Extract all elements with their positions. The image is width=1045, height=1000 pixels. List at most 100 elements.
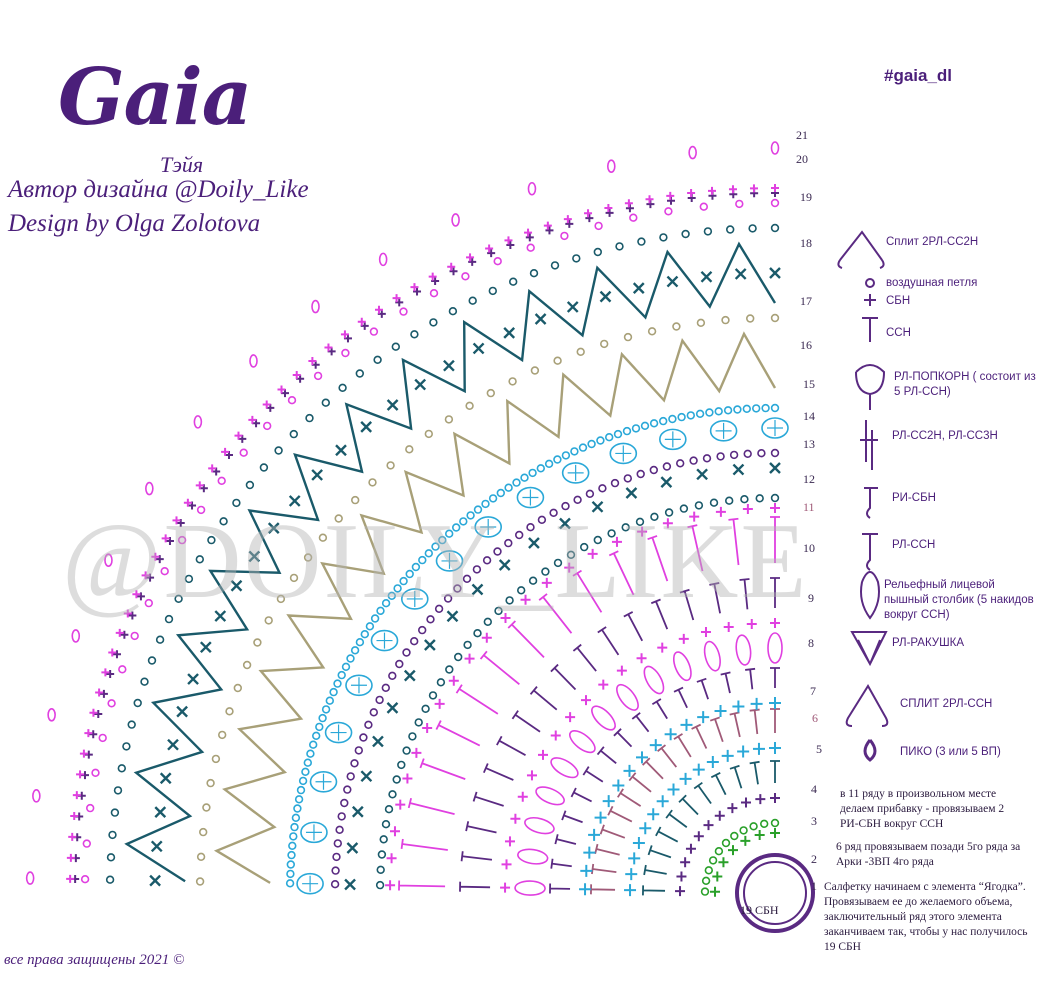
chain-stitch xyxy=(375,880,385,890)
chain-stitch xyxy=(340,798,349,808)
chain-stitch xyxy=(370,614,380,623)
puff-mark xyxy=(550,757,579,779)
chain-stitch xyxy=(286,860,295,869)
double-crochet-mark xyxy=(628,772,652,793)
row-number: 10 xyxy=(803,541,815,555)
chain-stitch xyxy=(751,404,761,413)
single-crochet-mark xyxy=(208,464,217,473)
popcorn-mark xyxy=(324,721,353,744)
chain-stitch xyxy=(587,439,596,449)
single-crochet-mark xyxy=(357,317,366,326)
chain-stitch xyxy=(428,691,438,700)
single-crochet-mark xyxy=(434,698,445,709)
row-number: 21 xyxy=(796,128,808,142)
chain-stitch xyxy=(528,468,537,478)
chain-stitch xyxy=(379,835,388,844)
x-stitch-mark xyxy=(559,517,571,530)
dc-icon xyxy=(862,317,878,342)
chain-stitch xyxy=(770,403,780,413)
chain-stitch xyxy=(291,813,301,822)
single-crochet-mark xyxy=(723,621,734,632)
popcorn-icon xyxy=(855,364,886,410)
legend-label: РЛ-ПОПКОРН ( состоит из 5 РЛ-ССН) xyxy=(894,371,1036,398)
single-crochet-mark xyxy=(718,857,729,868)
single-crochet-mark xyxy=(708,186,717,195)
chain-stitch xyxy=(695,409,705,418)
single-crochet-mark xyxy=(746,619,757,630)
single-crochet-mark xyxy=(112,650,121,659)
double-crochet-mark xyxy=(507,620,545,658)
chain-stitch xyxy=(351,495,360,505)
chain-stitch xyxy=(607,529,616,538)
chain-stitch xyxy=(610,478,620,488)
single-crochet-mark xyxy=(195,481,204,490)
chain-stitch xyxy=(576,347,585,356)
chain-stitch xyxy=(369,327,379,336)
chain-stitch xyxy=(386,461,395,470)
single-crochet-mark xyxy=(625,868,638,881)
single-crochet-mark xyxy=(66,874,75,883)
chain-stitch xyxy=(649,419,659,428)
single-crochet-mark xyxy=(602,795,615,808)
chain-stitch xyxy=(579,542,589,552)
single-crochet-mark xyxy=(624,199,633,208)
chain-stitch xyxy=(421,704,430,713)
chain-stitch xyxy=(410,330,419,339)
x-stitch-mark xyxy=(403,669,416,682)
chain-stitch xyxy=(233,683,243,693)
single-crochet-mark xyxy=(563,215,572,224)
x-stitch-mark xyxy=(351,805,364,818)
note-row6: 6 ряд провязываем позади 5го ряда за Арк… xyxy=(836,841,1021,868)
chain-stitch xyxy=(359,733,368,742)
chain-stitch xyxy=(504,483,513,492)
single-crochet-mark xyxy=(89,708,98,717)
picot-mark xyxy=(688,145,697,160)
double-crochet-mark xyxy=(770,577,780,608)
chain-stitch xyxy=(122,742,131,751)
chain-stitch xyxy=(743,449,752,458)
chain-stitch xyxy=(550,261,560,270)
chain-stitch xyxy=(174,594,183,603)
single-crochet-mark xyxy=(770,503,780,513)
popcorn-mark xyxy=(345,674,373,697)
chain-stitch xyxy=(572,254,581,263)
single-crochet-mark xyxy=(666,191,675,200)
double-crochet-mark xyxy=(496,735,526,756)
chain-stitch xyxy=(596,436,605,445)
single-crochet-mark xyxy=(564,562,575,573)
chain-stitch xyxy=(623,474,632,483)
single-crochet-mark xyxy=(449,267,458,276)
chain-stitch xyxy=(373,355,382,364)
chain-stitch xyxy=(494,606,503,616)
chain-stitch xyxy=(729,450,739,460)
single-crochet-mark xyxy=(183,498,192,507)
chain-stitch xyxy=(443,594,453,603)
chain-stitch xyxy=(703,227,713,236)
popcorn-detail xyxy=(615,445,632,462)
double-crochet-mark xyxy=(770,667,780,688)
picot-mark xyxy=(770,141,780,155)
double-crochet-mark xyxy=(696,677,709,700)
single-crochet-mark xyxy=(136,592,145,601)
single-crochet-mark xyxy=(623,764,636,777)
chain-stitch xyxy=(585,489,595,498)
puff-mark xyxy=(535,786,565,806)
chain-stitch xyxy=(598,484,607,493)
x-stitch-mark xyxy=(159,772,172,785)
popcorn-detail xyxy=(376,632,393,649)
single-crochet-mark xyxy=(714,704,727,717)
single-crochet-mark xyxy=(151,552,160,561)
single-crochet-mark xyxy=(537,749,548,760)
chain-stitch xyxy=(288,841,297,850)
chain-stitch xyxy=(312,731,321,740)
x-stitch-mark xyxy=(632,282,645,295)
chain-stitch xyxy=(730,831,739,841)
single-crochet-mark xyxy=(248,415,257,424)
double-crochet-mark xyxy=(398,880,446,891)
single-crochet-mark xyxy=(141,571,150,580)
single-crochet-mark xyxy=(466,253,475,262)
chain-stitch xyxy=(140,677,149,686)
single-crochet-mark xyxy=(277,385,286,394)
single-crochet-mark xyxy=(680,857,691,868)
double-crochet-mark xyxy=(617,788,642,807)
